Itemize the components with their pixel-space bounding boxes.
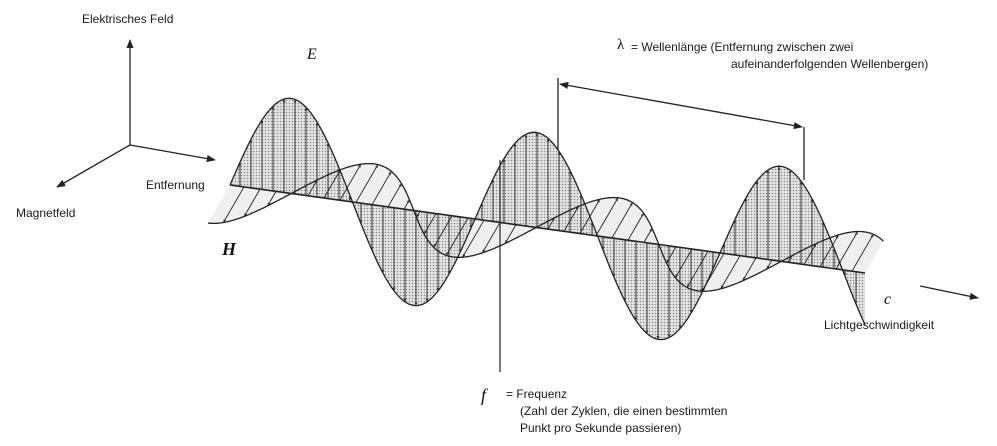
magnetic-field-label: Magnetfeld <box>16 206 76 220</box>
magnetic-field-vector <box>445 217 469 256</box>
magnetic-field-vector <box>686 251 709 288</box>
lambda-symbol: λ <box>617 37 625 53</box>
magnetic-field-vector <box>433 215 453 248</box>
magnetic-field-vector <box>666 246 677 264</box>
magnetic-field-vector <box>787 255 793 263</box>
speed-label: Lichtgeschwindigkeit <box>824 318 935 332</box>
magnetic-field-vector <box>643 228 653 243</box>
magnetic-field-vector <box>595 197 619 236</box>
magnetic-field-vector <box>403 199 410 210</box>
magnetic-field-vector <box>307 179 318 197</box>
magnetic-symbol: H <box>222 239 237 259</box>
frequency-label-line1: = Frequenz <box>506 387 568 401</box>
electric-wave-curve <box>229 97 866 341</box>
electric-field-label: Elektrisches Feld <box>82 12 174 26</box>
electric-field-area <box>230 98 865 340</box>
magnetic-field-vector <box>851 234 874 272</box>
frequency-label-line3: Punkt pro Sekunde passieren) <box>520 421 682 435</box>
propagation-axis <box>229 184 866 274</box>
magnetic-field-vector <box>504 224 517 244</box>
wavelength-label-line1: = Wellenlänge (Entfernung zwischen zwei <box>631 40 854 54</box>
magnetic-axis-arrow <box>56 144 131 188</box>
distance-label: Entfernung <box>146 178 205 192</box>
frequency-symbol: f <box>481 385 487 405</box>
magnetic-field-vector <box>355 164 379 203</box>
distance-axis-arrow <box>129 144 216 163</box>
magnetic-field-vector <box>267 191 277 207</box>
wavelength-label-line2: aufeinanderfolgenden Wellenbergen) <box>731 57 929 71</box>
magnetic-field-vector <box>819 234 839 267</box>
magnetic-field-vector <box>766 259 773 270</box>
magnetic-field-vector <box>339 163 362 201</box>
magnetic-field-vector <box>416 211 421 218</box>
magnetic-field-vector <box>481 222 501 254</box>
magnetic-field-vector <box>371 171 392 205</box>
magnetic-field-vector <box>547 217 555 230</box>
magnetic-field-vector <box>611 202 633 239</box>
magnetic-wave-curve <box>207 162 884 292</box>
propagation-arrow <box>919 285 979 300</box>
speed-symbol: c <box>884 291 892 308</box>
magnetic-field-vector <box>742 257 757 282</box>
axis-system <box>56 39 216 188</box>
magnetic-field-vector <box>387 183 402 208</box>
magnetic-field-vector <box>223 186 245 223</box>
frequency-label-line2: (Zahl der Zyklen, die einen bestimmten <box>520 404 728 418</box>
wavelength-marker <box>557 78 805 180</box>
magnetic-field-vector <box>675 248 693 278</box>
magnetic-field-vector <box>720 255 741 290</box>
magnetic-field-vector <box>423 213 437 235</box>
wavelength-arrow <box>559 81 803 130</box>
magnetic-field-vector <box>243 188 261 217</box>
magnetic-field-vector <box>462 219 485 258</box>
magnetic-field-vector <box>323 169 341 199</box>
magnetic-field-vector <box>803 243 817 265</box>
electric-symbol: E <box>307 46 317 63</box>
wave-layer <box>207 97 884 341</box>
magnetic-field-vector <box>627 212 644 241</box>
magnetic-field-vector <box>563 206 579 232</box>
